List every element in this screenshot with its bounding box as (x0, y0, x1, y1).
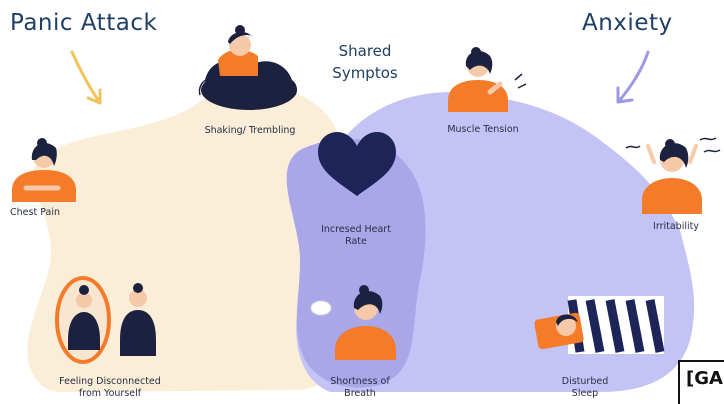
label-disconnected: Feeling Disconnected from Yourself (30, 376, 190, 400)
label-sleep: Disturbed Sleep (550, 376, 620, 400)
label-muscle-tension: Muscle Tension (428, 124, 538, 136)
heart-rate-line-1: Incresed Heart (300, 224, 412, 236)
heart-rate-line-2: Rate (300, 236, 412, 248)
anxiety-title: Anxiety (582, 10, 673, 36)
panic-attack-title: Panic Attack (10, 10, 157, 36)
label-irritability: Irritability (636, 221, 716, 233)
shaking-person-icon (199, 25, 297, 110)
breath-line-1: Shortness of (310, 376, 410, 388)
mirror-icon (57, 278, 109, 362)
sleep-line-1: Disturbed (550, 376, 620, 388)
sleep-line-2: Sleep (550, 388, 620, 400)
breath-line-2: Breath (310, 388, 410, 400)
label-breath: Shortness of Breath (310, 376, 410, 400)
disconnected-line-1: Feeling Disconnected (30, 376, 190, 388)
corner-tag: [GA (678, 360, 724, 404)
panic-arrow-icon (72, 52, 98, 100)
shared-symptoms-title: Shared Symptos (310, 40, 420, 84)
anxiety-arrow-icon (620, 52, 648, 100)
label-shaking: Shaking/ Trembling (185, 125, 315, 137)
disconnected-line-2: from Yourself (30, 388, 190, 400)
label-chest-pain: Chest Pain (0, 207, 70, 219)
label-heart-rate: Incresed Heart Rate (300, 224, 412, 248)
shared-line-2: Symptos (310, 62, 420, 84)
shared-line-1: Shared (310, 40, 420, 62)
